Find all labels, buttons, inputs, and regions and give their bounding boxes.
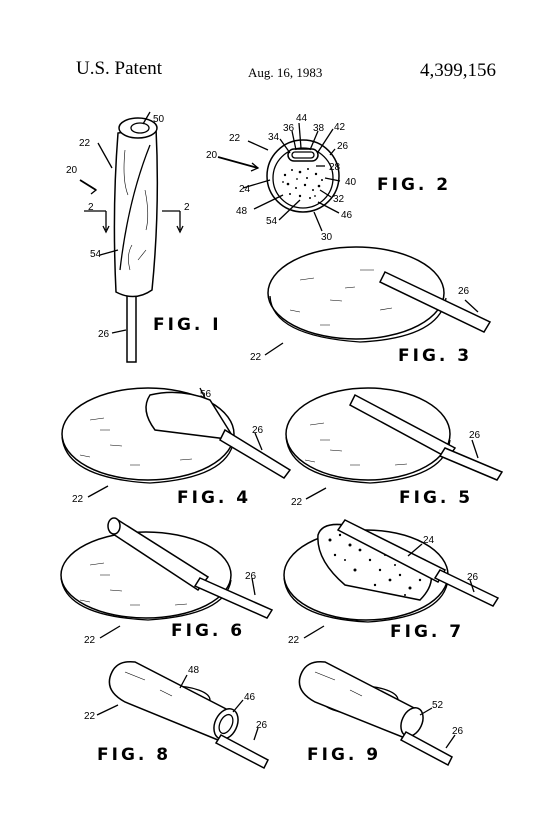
fig6-stick [193, 577, 274, 619]
ref-26: 26 [458, 286, 470, 297]
fig9-stick [399, 731, 453, 767]
fig1-label: FIG. I [153, 315, 222, 335]
ref-48: 48 [236, 206, 248, 217]
patent-office-label: U.S. Patent [76, 58, 163, 79]
ref-44: 44 [296, 113, 308, 124]
fig3-stick [378, 271, 492, 333]
patent-date: Aug. 16, 1983 [248, 65, 323, 80]
fig3-label: FIG. 3 [398, 346, 472, 366]
ref-22: 22 [84, 635, 96, 646]
ref-30: 30 [321, 232, 333, 243]
fig7-stick [433, 569, 500, 607]
ref-2-left: 2 [88, 202, 94, 213]
patent-number: 4,399,156 [420, 60, 496, 81]
figure-8: 48 22 46 26 FIG. 8 [84, 660, 269, 770]
ref-26: 26 [245, 571, 257, 582]
ref-22: 22 [250, 352, 262, 363]
fig7-filling [317, 523, 433, 601]
fig5-stick [438, 447, 504, 481]
ref-22: 22 [288, 635, 300, 646]
ref-48: 48 [188, 665, 200, 676]
ref-26: 26 [467, 572, 479, 583]
ref-26: 26 [256, 720, 268, 731]
ref-24: 24 [423, 535, 435, 546]
fig1-stick [126, 291, 137, 363]
fig1-wrapped-body [113, 127, 159, 298]
fig6-label: FIG. 6 [171, 621, 245, 641]
fig6-tortilla [60, 531, 232, 619]
figure-7: 24 26 22 FIG. 7 [283, 519, 500, 646]
fig7-label: FIG. 7 [390, 622, 464, 642]
ref-22: 22 [291, 497, 303, 508]
ref-36: 36 [283, 123, 295, 134]
ref-26: 26 [452, 726, 464, 737]
ref-42: 42 [334, 122, 346, 133]
ref-22: 22 [84, 711, 96, 722]
ref-54: 54 [266, 216, 278, 227]
fig5-label: FIG. 5 [399, 488, 473, 508]
fig2-filling-texture [282, 168, 323, 199]
fig2-label: FIG. 2 [377, 175, 451, 195]
fig3-tortilla [267, 246, 445, 340]
ref-32: 32 [333, 194, 345, 205]
ref-46: 46 [341, 210, 353, 221]
figure-6: 26 22 FIG. 6 [60, 517, 274, 646]
ref-2-right: 2 [184, 202, 190, 213]
fig4-label: FIG. 4 [177, 488, 251, 508]
fig9-label: FIG. 9 [307, 745, 381, 765]
figure-2: 44 36 38 42 34 22 26 20 28 40 24 32 48 5… [206, 113, 451, 243]
ref-54: 54 [90, 249, 102, 260]
ref-20: 20 [66, 165, 78, 176]
figure-9: 52 26 FIG. 9 [298, 660, 464, 767]
ref-50: 50 [153, 114, 165, 125]
fig2-outer-circle [266, 139, 340, 213]
ref-28: 28 [329, 162, 341, 173]
ref-22: 22 [229, 133, 241, 144]
ref-26: 26 [469, 430, 481, 441]
ref-26: 26 [337, 141, 349, 152]
figure-1: 50 22 20 2 2 54 26 FIG. I [66, 111, 222, 363]
fig8-label: FIG. 8 [97, 745, 171, 765]
fig8-stick [214, 734, 269, 770]
figure-3: 26 22 FIG. 3 [250, 246, 492, 366]
fig1-top-end [118, 117, 158, 139]
ref-56: 56 [200, 389, 212, 400]
ref-26: 26 [252, 425, 264, 436]
ref-22: 22 [79, 138, 91, 149]
ref-46: 46 [244, 692, 256, 703]
figure-4: 56 26 22 FIG. 4 [61, 387, 292, 508]
ref-26: 26 [98, 329, 110, 340]
ref-20: 20 [206, 150, 218, 161]
ref-34: 34 [268, 132, 280, 143]
ref-38: 38 [313, 123, 325, 134]
ref-40: 40 [345, 177, 357, 188]
fig5-tortilla [285, 387, 451, 481]
ref-24: 24 [239, 184, 251, 195]
figure-5: 26 22 FIG. 5 [285, 387, 504, 508]
fig4-stick [219, 428, 292, 479]
ref-52: 52 [432, 700, 444, 711]
ref-22: 22 [72, 494, 84, 505]
